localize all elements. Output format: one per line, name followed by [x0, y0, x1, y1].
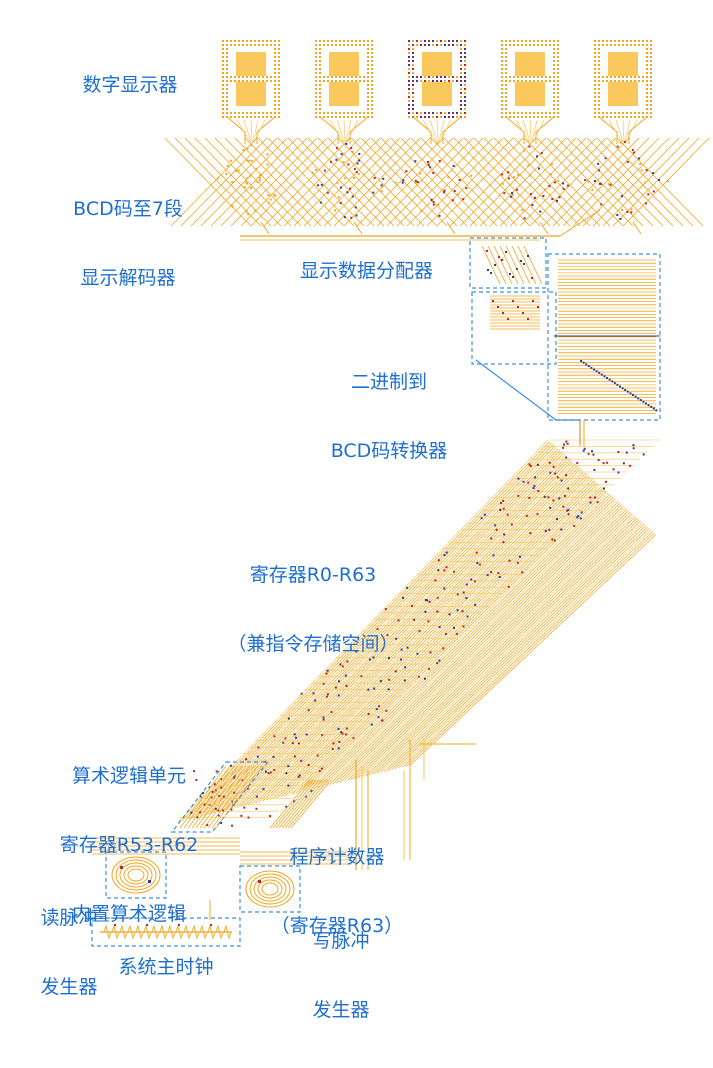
decoder-bus: [240, 209, 601, 241]
decoder-lattice-3: [350, 137, 524, 235]
read-pulse-generator: [92, 837, 240, 899]
label-program-counter: 程序计数器 （寄存器R63）: [262, 800, 412, 984]
display-digit-1: [222, 40, 280, 144]
box-write-pulse: [239, 865, 301, 913]
label-program-counter-line2: （寄存器R63）: [270, 915, 404, 937]
label-alu-line3: 内置算术逻辑: [71, 903, 186, 925]
label-read-pulse-line1: 读脉冲: [40, 907, 98, 929]
decoder-lattice-2: [257, 137, 431, 235]
label-digital-display: 数字显示器: [82, 74, 178, 96]
display-digit-4: [501, 40, 559, 144]
label-write-pulse-line1: 写脉冲: [312, 930, 370, 952]
decoder-lattice-5: [536, 137, 710, 235]
label-program-counter-line1: 程序计数器: [289, 846, 385, 868]
seven-segment-displays: [222, 40, 652, 144]
box-main-clock: [91, 917, 241, 947]
alu: [170, 761, 270, 833]
label-bcd-decoder: BCD码至7段 显示解码器: [60, 152, 196, 336]
label-registers: 寄存器R0-R63 （兼指令存储空间）: [218, 518, 408, 702]
label-display-distributor: 显示数据分配器: [300, 260, 434, 282]
label-alu-line2: 寄存器R53-R62: [59, 834, 199, 856]
box-binary-to-bcd-small: [471, 291, 557, 365]
write-pulse-generator: [239, 851, 352, 913]
control-wires: [355, 740, 476, 870]
display-digit-3: [408, 40, 466, 144]
decoder-lattice-4: [443, 137, 617, 235]
label-write-pulse: 写脉冲 发生器: [302, 884, 380, 1068]
label-read-pulse-line2: 发生器: [40, 976, 98, 998]
box-display-distributor: [469, 237, 547, 289]
box-read-pulse: [105, 851, 167, 899]
label-bcd-decoder-line1: BCD码至7段: [73, 198, 183, 220]
label-bcd-decoder-line2: 显示解码器: [80, 267, 176, 289]
label-bin-to-bcd: 二进制到 BCD码转换器: [316, 325, 462, 509]
bcd-decoders: [164, 137, 710, 235]
label-registers-line1: 寄存器R0-R63: [249, 564, 377, 586]
label-registers-line2: （兼指令存储空间）: [227, 633, 399, 655]
display-digit-2: [315, 40, 373, 144]
display-digit-5: [594, 40, 652, 144]
register-bank: [177, 420, 660, 823]
label-bin-to-bcd-line1: 二进制到: [350, 371, 427, 393]
label-bin-to-bcd-line2: BCD码转换器: [330, 440, 448, 462]
display-distributor: [469, 237, 547, 289]
binary-to-bcd-converter: [471, 253, 661, 444]
label-alu-line1: 算术逻辑单元: [71, 765, 186, 787]
program-counter: [269, 779, 332, 829]
label-main-clock: 系统主时钟: [118, 956, 214, 978]
label-write-pulse-line2: 发生器: [312, 999, 370, 1021]
box-binary-to-bcd-main: [547, 253, 661, 421]
label-read-pulse: 读脉冲 发生器: [30, 861, 108, 1045]
box-alu: [170, 761, 270, 833]
main-clock: [91, 900, 241, 947]
circuit-drawing: [91, 40, 710, 947]
minecraft-redstone-computer-diagram: 数字显示器 BCD码至7段 显示解码器 显示数据分配器 二进制到 BCD码转换器…: [40, 40, 710, 1021]
label-alu: 算术逻辑单元 寄存器R53-R62 内置算术逻辑: [44, 719, 214, 972]
